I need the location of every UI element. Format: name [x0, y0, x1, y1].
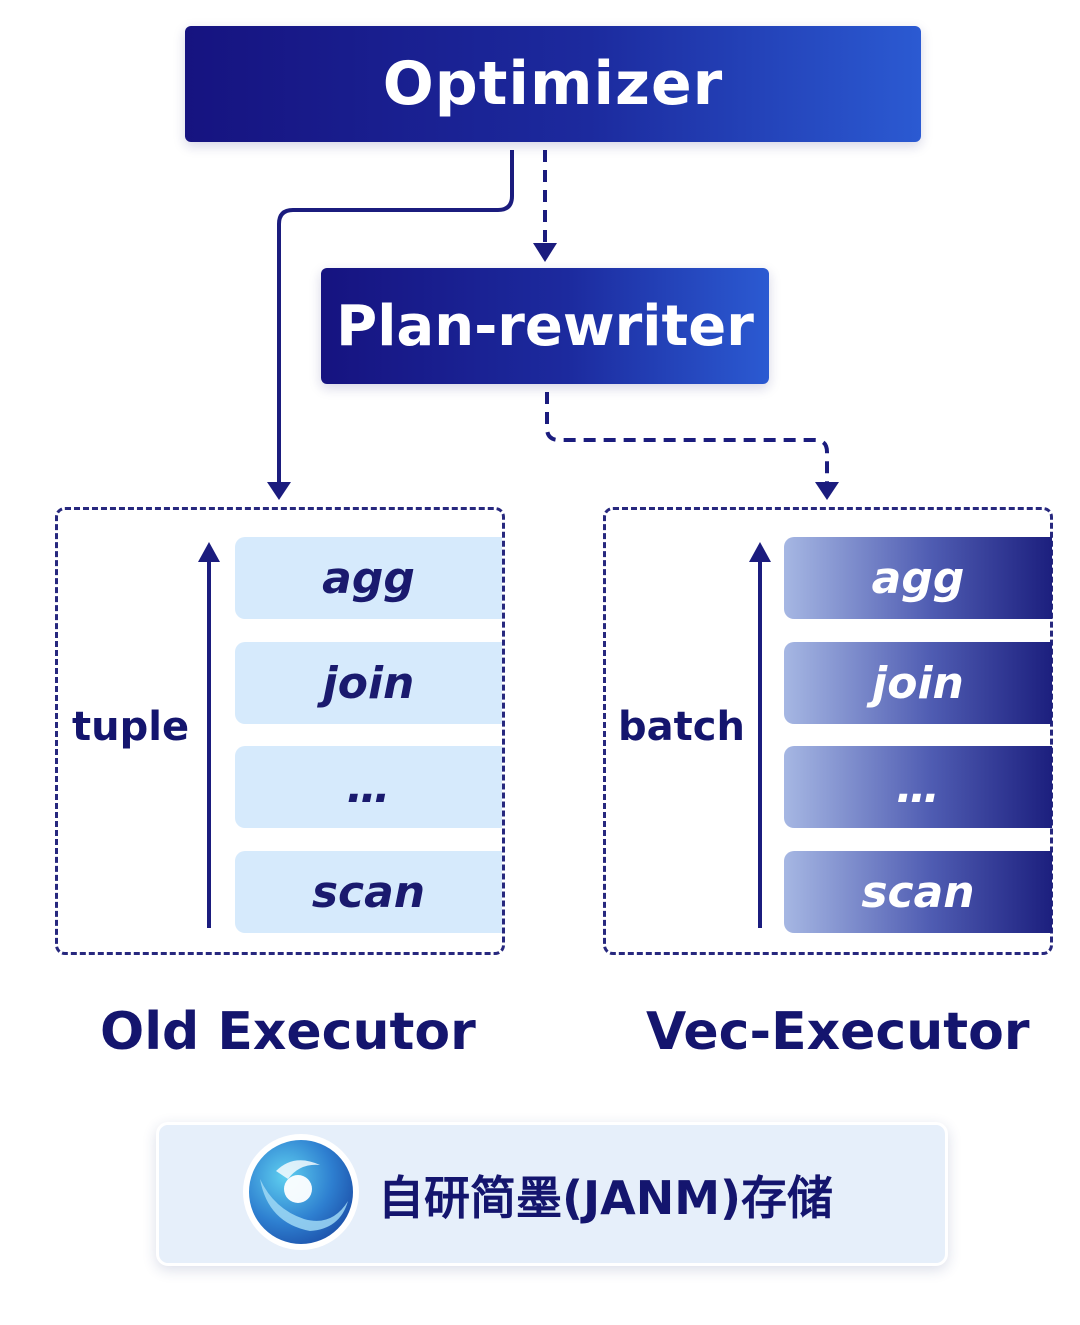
vec-layer-scan: scan [784, 851, 1052, 933]
old-layer-join: join [235, 642, 502, 724]
old-executor-title: Old Executor [100, 1002, 476, 1062]
plan-rewriter-label: Plan-rewriter [336, 293, 754, 359]
tuple-label: tuple [72, 704, 190, 750]
vec-executor-title: Vec-Executor [646, 1002, 1030, 1062]
arrowhead-vec-executor [815, 482, 839, 500]
plan-rewriter-box: Plan-rewriter [321, 268, 769, 384]
old-layer-scan: scan [235, 851, 502, 933]
batch-label: batch [618, 704, 745, 750]
batch-upward-arrow [749, 542, 771, 928]
optimizer-label: Optimizer [382, 49, 724, 119]
vec-layer-agg: agg [784, 537, 1052, 619]
old-layer-ellipsis: … [235, 746, 502, 828]
tuple-upward-arrow [198, 542, 220, 928]
vec-layer-ellipsis: … [784, 746, 1052, 828]
janm-logo-icon [243, 1134, 359, 1250]
storage-label: 自研简墨(JANM)存储 [378, 1171, 834, 1225]
optimizer-box: Optimizer [185, 26, 921, 142]
rewriter-to-vec-executor-arrow [545, 392, 829, 482]
vec-layer-join: join [784, 642, 1052, 724]
optimizer-to-old-executor-arrow [277, 150, 514, 488]
arrowhead-rewriter [533, 243, 557, 262]
old-layer-agg: agg [235, 537, 502, 619]
arrowhead-old-executor [267, 482, 291, 500]
